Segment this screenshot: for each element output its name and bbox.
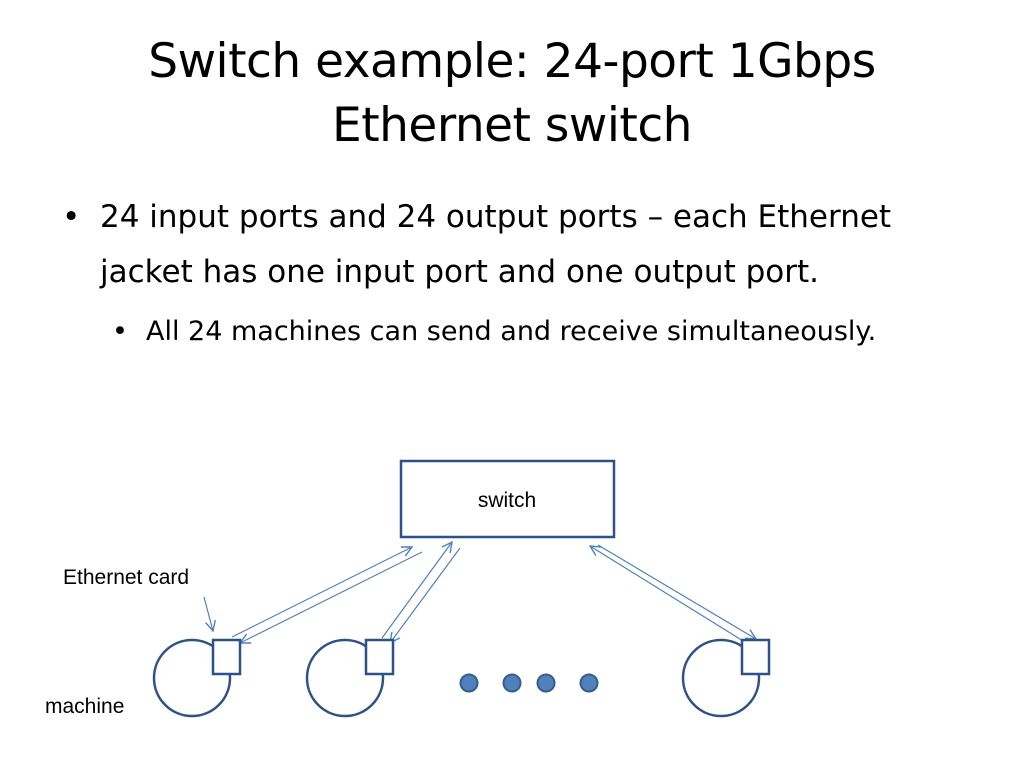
machine-2 <box>305 638 395 718</box>
bullet-item: • 24 input ports and 24 output ports – e… <box>62 190 962 300</box>
ethernet-card-callout-arrow <box>203 596 213 631</box>
connection-machine-1 <box>231 547 423 643</box>
ellipsis-dot <box>459 673 479 693</box>
ellipsis-dots <box>459 673 599 693</box>
bullet-text: 24 input ports and 24 output ports – eac… <box>100 199 892 290</box>
connection-machine-2 <box>381 542 461 643</box>
sub-bullet-marker: • <box>112 316 128 347</box>
ethernet-card <box>740 638 771 676</box>
connection-machine-24 <box>590 544 756 645</box>
ellipsis-dot <box>502 673 522 693</box>
uplink-arrow <box>590 546 749 645</box>
downlink-arrow <box>597 544 756 639</box>
machine-circle <box>305 638 385 718</box>
downlink-arrow <box>390 547 461 643</box>
machine-label: machine <box>45 695 124 718</box>
machine-circle <box>152 638 232 718</box>
switch-box <box>399 459 616 539</box>
uplink-arrow <box>381 542 452 639</box>
ethernet-card-label: Ethernet card <box>63 566 189 589</box>
machine-24 <box>681 638 771 718</box>
bullet-list: • 24 input ports and 24 output ports – e… <box>62 190 962 353</box>
slide-title: Switch example: 24-port 1Gbps Ethernet s… <box>40 30 984 158</box>
ethernet-card <box>364 638 395 676</box>
ellipsis-dot <box>579 673 599 693</box>
ellipsis-dot <box>536 673 556 693</box>
machine-circle <box>681 638 761 718</box>
sub-bullet-text: All 24 machines can send and receive sim… <box>146 316 877 347</box>
sub-bullet-item: • All 24 machines can send and receive s… <box>112 310 962 353</box>
downlink-arrow <box>240 551 423 643</box>
uplink-arrow <box>231 547 412 638</box>
ethernet-card <box>211 638 242 676</box>
machine-1 <box>152 638 242 718</box>
title-line-2: Ethernet switch <box>332 98 692 153</box>
title-line-1: Switch example: 24-port 1Gbps <box>148 34 876 89</box>
switch-label: switch <box>478 489 536 512</box>
bullet-marker: • <box>62 199 81 235</box>
